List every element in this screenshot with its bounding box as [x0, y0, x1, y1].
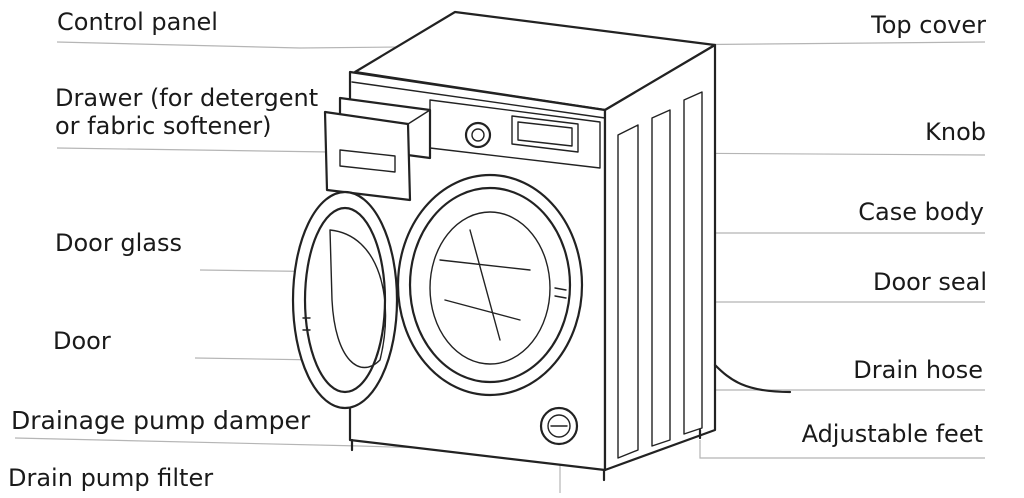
- label-top-cover: Top cover: [871, 11, 986, 39]
- label-drain-hose: Drain hose: [853, 356, 983, 384]
- label-drawer-line1: Drawer (for detergent: [55, 84, 319, 112]
- drain-hose-shape: [713, 363, 792, 394]
- label-drain-pump-filter: Drain pump filter: [8, 464, 214, 492]
- display-icon: [511, 115, 579, 153]
- label-door-seal: Door seal: [873, 268, 987, 296]
- drain-pump-filter-icon: [539, 406, 579, 446]
- door-seal-ring: [396, 173, 584, 397]
- label-door: Door: [53, 327, 111, 355]
- label-door-glass: Door glass: [55, 229, 182, 257]
- leader-door: [194, 357, 321, 361]
- door-glass-shape: [329, 229, 387, 369]
- label-control-panel: Control panel: [57, 8, 218, 36]
- side-panel: [603, 43, 717, 472]
- label-knob: Knob: [925, 118, 986, 146]
- label-drawer: Drawer (for detergent or fabric softener…: [55, 84, 318, 140]
- leader-drawer: [56, 147, 331, 153]
- door-icon: [291, 190, 399, 410]
- label-drainage-pump-damper: Drainage pump damper: [11, 406, 311, 435]
- label-case-body: Case body: [858, 198, 984, 226]
- knob-icon: [464, 121, 492, 149]
- detergent-drawer-icon: [323, 96, 432, 202]
- leader-adjustable-feet: [699, 440, 985, 459]
- label-drawer-line2: or fabric softener): [55, 112, 272, 140]
- label-adjustable-feet: Adjustable feet: [801, 420, 983, 448]
